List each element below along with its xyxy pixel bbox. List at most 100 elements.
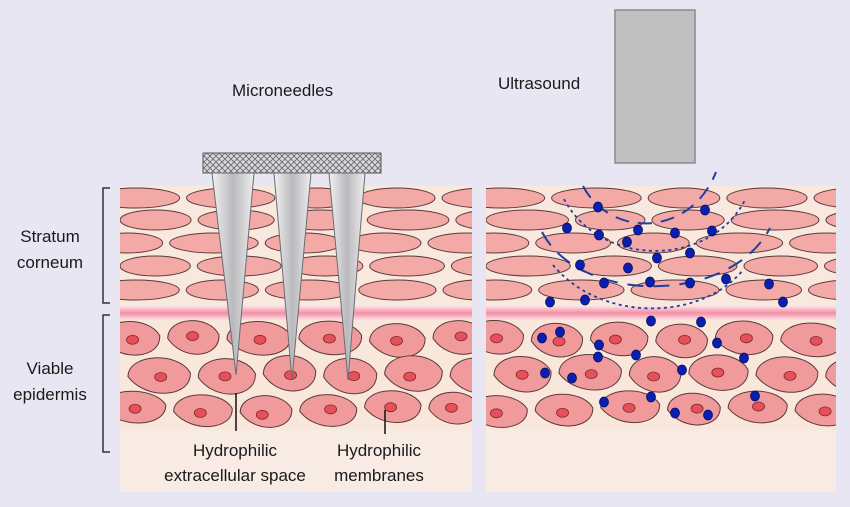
microneedle-3 bbox=[328, 172, 366, 381]
penetrant-particle bbox=[670, 407, 680, 419]
penetrant-particle bbox=[739, 352, 749, 364]
penetrant-particle bbox=[599, 396, 609, 408]
corneocyte bbox=[120, 232, 164, 254]
corneocyte bbox=[366, 209, 450, 231]
cell-nucleus bbox=[490, 408, 503, 419]
hydrophilic-membranes-label-line1: Hydrophilic bbox=[336, 441, 422, 460]
corneocyte bbox=[486, 279, 533, 301]
cell-nucleus bbox=[128, 403, 142, 414]
cell-nucleus bbox=[324, 404, 338, 415]
cell-nucleus bbox=[690, 403, 704, 414]
left-tissue-cells bbox=[120, 186, 472, 492]
penetrant-particle bbox=[599, 277, 609, 289]
cell-nucleus bbox=[403, 371, 417, 382]
cell-nucleus bbox=[740, 333, 753, 344]
cell-nucleus bbox=[818, 406, 832, 417]
keratinocyte bbox=[120, 321, 161, 356]
penetrant-particle bbox=[721, 273, 731, 285]
penetrant-particle bbox=[594, 339, 604, 351]
corneocyte bbox=[813, 188, 836, 208]
junction-band bbox=[486, 306, 836, 320]
cell-nucleus bbox=[347, 371, 361, 381]
keratinocyte bbox=[780, 322, 836, 358]
corneocyte bbox=[630, 279, 720, 301]
lower-epidermis bbox=[120, 430, 472, 492]
keratinocyte bbox=[486, 320, 524, 355]
cell-nucleus bbox=[584, 369, 598, 380]
cell-nucleus bbox=[186, 331, 199, 341]
keratinocyte bbox=[825, 361, 836, 387]
cell-nucleus bbox=[322, 333, 336, 344]
microneedles-label: Microneedles bbox=[232, 81, 334, 100]
penetrant-particle bbox=[593, 351, 603, 363]
cell-nucleus bbox=[647, 371, 660, 382]
cell-nucleus bbox=[752, 401, 765, 412]
microneedle-2 bbox=[273, 172, 312, 381]
corneocyte bbox=[486, 232, 530, 254]
penetrant-particle bbox=[677, 364, 687, 376]
cell-nucleus bbox=[711, 367, 725, 378]
viable-epidermis-bracket bbox=[102, 314, 110, 453]
corneocyte bbox=[120, 279, 180, 301]
penetrant-particle bbox=[567, 372, 577, 384]
cell-nucleus bbox=[490, 333, 503, 344]
cell-nucleus bbox=[678, 334, 692, 345]
cell-nucleus bbox=[445, 402, 458, 413]
penetrant-particle bbox=[707, 225, 717, 237]
keratinocyte bbox=[794, 393, 836, 427]
penetrant-particle bbox=[622, 236, 632, 248]
penetrant-particle bbox=[646, 391, 656, 403]
corneocyte bbox=[808, 280, 836, 300]
corneocyte bbox=[617, 232, 690, 254]
corneocyte bbox=[455, 211, 472, 229]
penetrant-particle bbox=[623, 262, 633, 274]
penetrant-particle bbox=[540, 367, 550, 379]
cell-nucleus bbox=[515, 369, 529, 380]
corneocyte bbox=[695, 232, 784, 254]
corneocyte bbox=[358, 279, 437, 301]
corneocyte bbox=[486, 255, 571, 277]
microneedle-backing-plate bbox=[202, 152, 382, 174]
cell-nucleus bbox=[126, 334, 139, 345]
penetrant-particle bbox=[764, 278, 774, 290]
ultrasound-wave-1 bbox=[582, 171, 717, 225]
corneocyte bbox=[427, 232, 472, 254]
ultrasound-wave-3 bbox=[541, 227, 771, 288]
cell-nucleus bbox=[783, 370, 797, 381]
penetrant-particle bbox=[685, 247, 695, 259]
penetrant-particle bbox=[580, 294, 590, 306]
penetrant-particle bbox=[575, 259, 585, 271]
hydrophilic-extracellular-label-line2: extracellular space bbox=[164, 466, 306, 485]
penetrant-particle bbox=[594, 229, 604, 241]
cell-nucleus bbox=[154, 372, 168, 382]
corneocyte bbox=[357, 187, 436, 209]
right-tissue-cells bbox=[486, 186, 836, 492]
penetrant-particle bbox=[670, 227, 680, 239]
cell-nucleus bbox=[552, 336, 566, 347]
penetrant-particle bbox=[562, 222, 572, 234]
corneocyte bbox=[120, 255, 191, 277]
microneedle-1 bbox=[211, 172, 255, 376]
corneocyte bbox=[369, 255, 445, 277]
stratum-corneum-label-line2: corneum bbox=[16, 253, 84, 272]
corneocyte bbox=[657, 255, 738, 277]
keratinocyte bbox=[449, 357, 472, 393]
cell-nucleus bbox=[284, 370, 297, 381]
corneocyte bbox=[743, 255, 818, 277]
cell-nucleus bbox=[809, 336, 823, 346]
cell-nucleus bbox=[218, 371, 232, 382]
ultrasound-waves bbox=[541, 171, 771, 310]
corneocyte bbox=[574, 209, 646, 231]
penetrant-particle bbox=[712, 337, 722, 349]
ultrasound-wave-4 bbox=[552, 264, 744, 310]
penetrant-particle bbox=[645, 276, 655, 288]
corneocyte bbox=[824, 258, 836, 274]
penetrant-particle bbox=[700, 204, 710, 216]
corneocyte bbox=[730, 209, 820, 231]
corneocyte bbox=[726, 187, 808, 209]
corneocyte bbox=[789, 232, 836, 254]
stratum-corneum-label-line1: Stratum bbox=[20, 227, 80, 246]
corneocyte bbox=[120, 187, 181, 209]
ultrasound-label: Ultrasound bbox=[498, 74, 581, 93]
